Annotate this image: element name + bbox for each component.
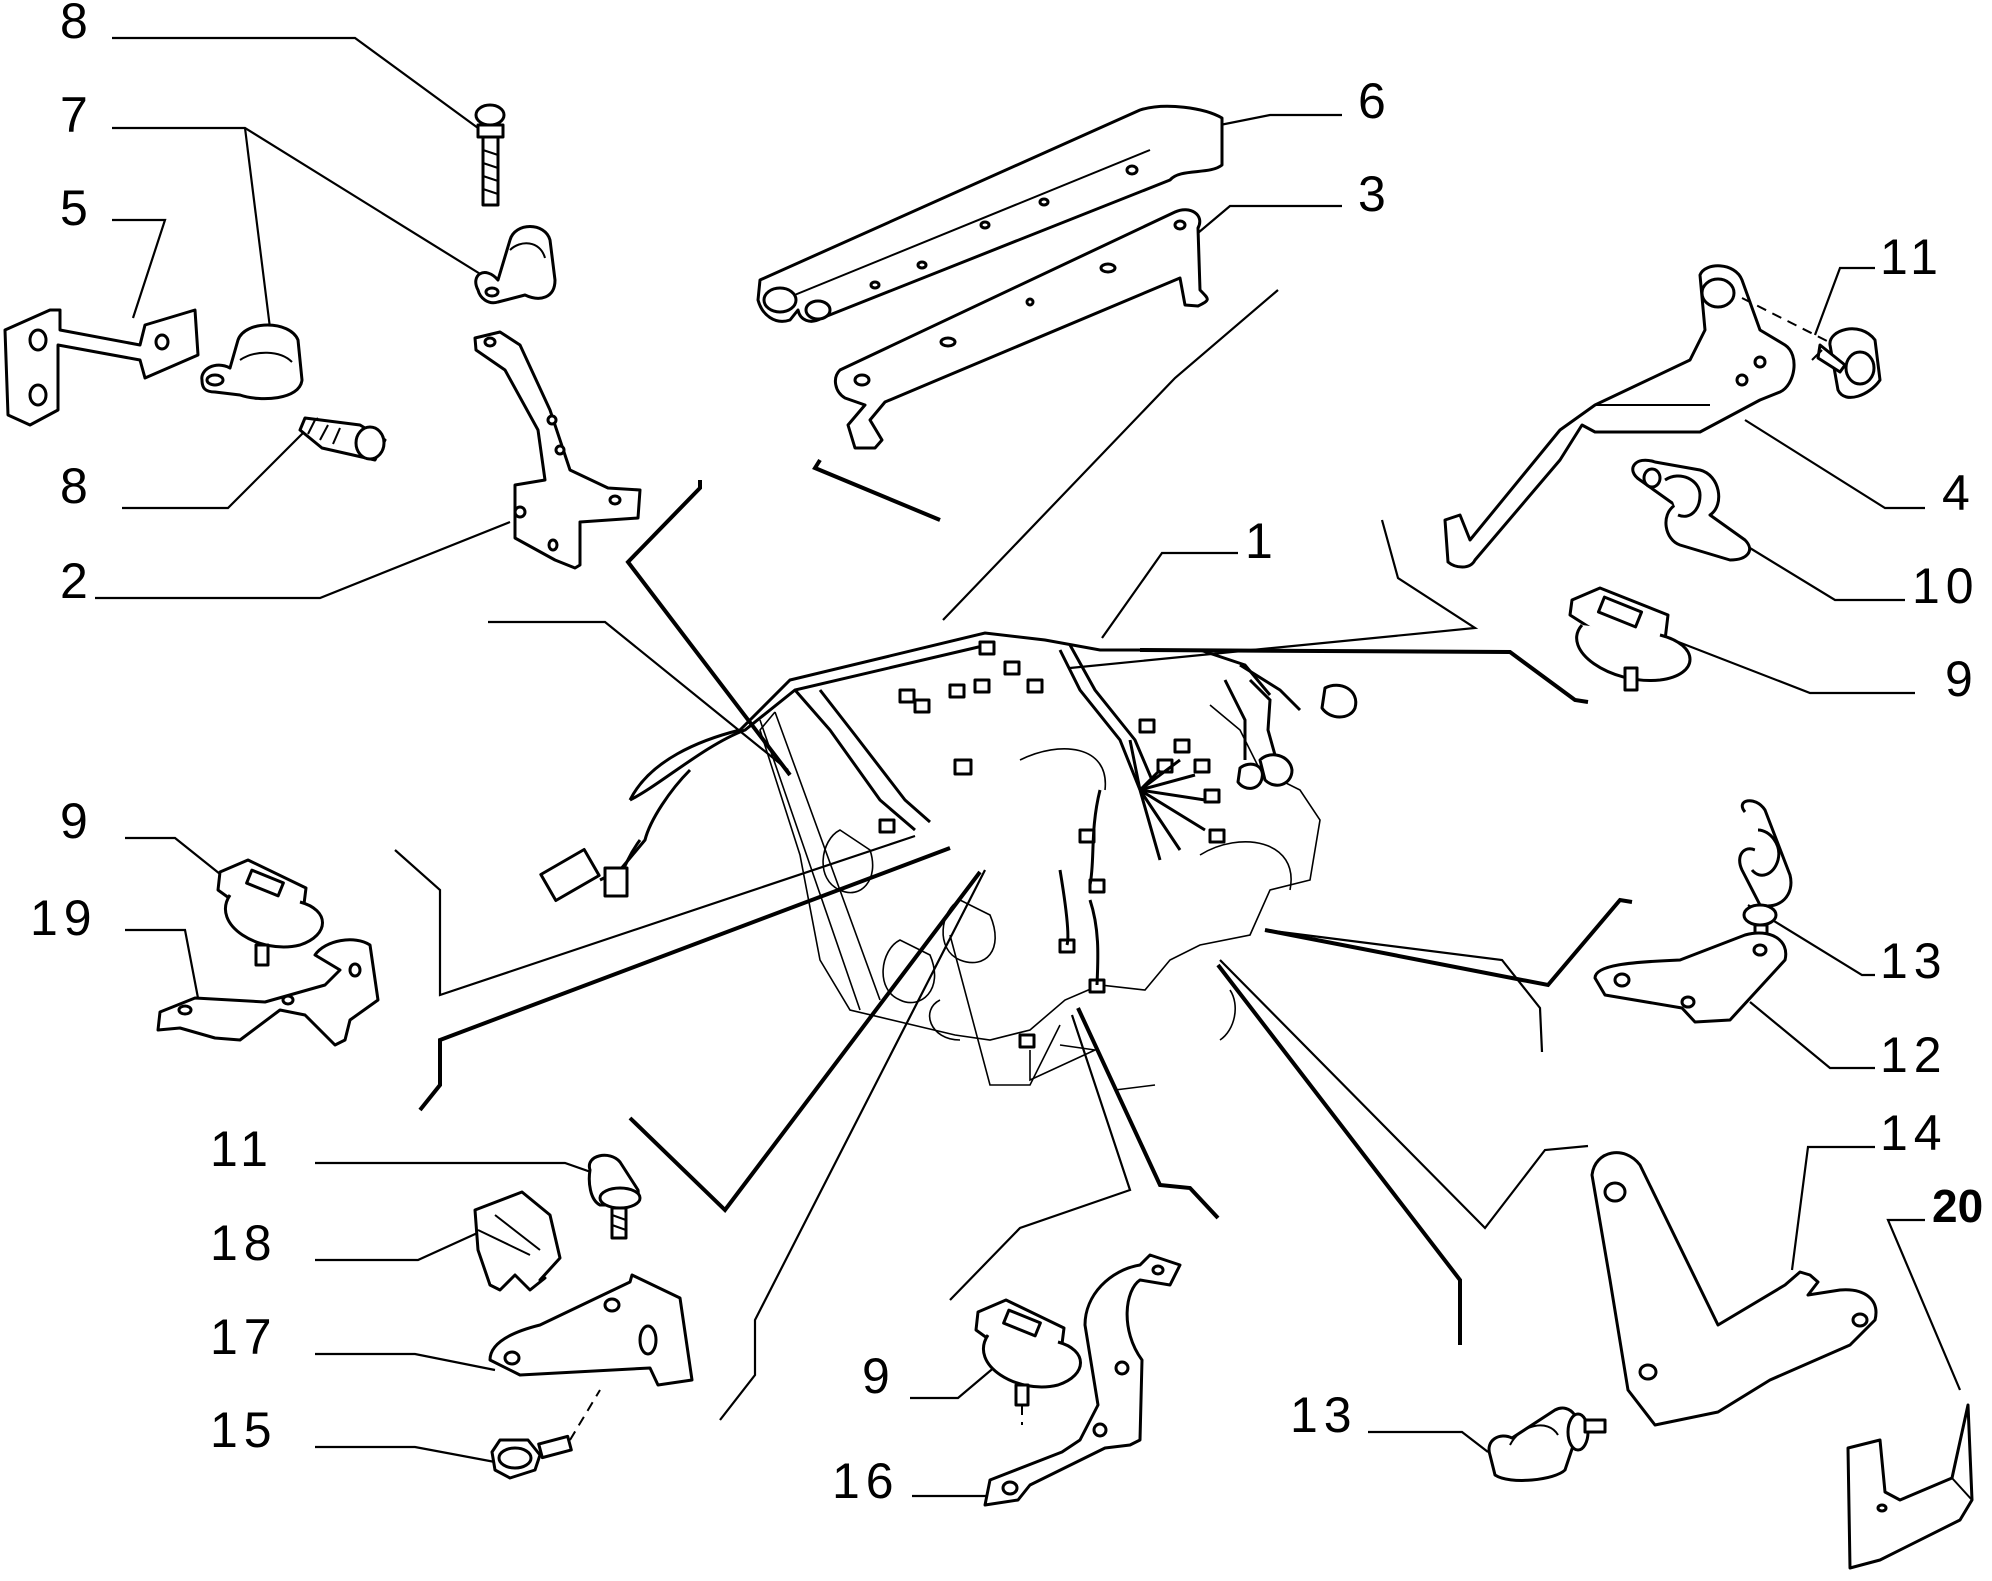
callout-19: 19	[30, 890, 98, 946]
leader-11-left	[315, 1161, 629, 1187]
assembly-leader-bottom-9	[949, 1014, 1132, 1301]
part-3-rail	[833, 208, 1209, 450]
part-10-wire-clip	[1631, 458, 1751, 562]
part-2-bracket	[473, 330, 642, 570]
part-18-connector	[473, 1190, 562, 1292]
leader-3	[1191, 204, 1342, 239]
part-13-wire-clip-right	[1738, 799, 1793, 947]
assembly-leader-right-12	[1264, 928, 1544, 1053]
part-4-bracket	[1443, 264, 1836, 569]
assembly-leader-left-19	[394, 834, 916, 997]
part-9-clip-right	[1568, 586, 1692, 692]
part-8-bolt-top	[474, 103, 506, 207]
callout-labels: 8 7 5 8 2 6 3 11 4 10 9 1 9 19 13 12 14 …	[30, 0, 1983, 1509]
leader-13-bottom	[1368, 1430, 1489, 1453]
callout-9-left: 9	[60, 793, 94, 849]
leader-20	[1886, 1218, 1962, 1391]
leader-4	[1744, 419, 1925, 510]
leader-1	[1101, 551, 1238, 639]
callout-8-top: 8	[60, 0, 94, 49]
part-12-bracket	[1593, 931, 1788, 1024]
leader-8-left	[122, 417, 319, 510]
callout-15: 15	[210, 1402, 278, 1458]
leader-9-right	[1667, 636, 1915, 695]
assembly-leader-right-10	[1139, 648, 1589, 704]
callout-17: 17	[210, 1309, 278, 1365]
leader-18	[315, 1223, 496, 1262]
part-5-bracket	[3, 308, 200, 427]
assembly-leader-bottom-16	[1076, 1007, 1220, 1220]
part-14-large-bracket	[1590, 1151, 1878, 1427]
callout-16: 16	[832, 1453, 900, 1509]
leader-7-b	[243, 127, 272, 329]
callout-4: 4	[1942, 465, 1976, 521]
assembly-leader-left-top	[488, 620, 789, 771]
part-11-clip-nut-top	[1811, 327, 1882, 399]
callout-18: 18	[210, 1215, 278, 1271]
callout-9-right: 9	[1945, 651, 1979, 707]
callout-14: 14	[1880, 1105, 1948, 1161]
leader-15	[315, 1445, 496, 1464]
callout-12: 12	[1880, 1027, 1948, 1083]
leader-9-left	[125, 836, 231, 883]
leader-7-a	[112, 126, 499, 286]
callout-13-bottom: 13	[1290, 1387, 1358, 1443]
leader-10	[1744, 544, 1905, 602]
callout-8-left: 8	[60, 458, 94, 514]
part-6-rail-cover	[756, 104, 1224, 323]
callout-7: 7	[60, 87, 94, 143]
assembly-leader-top-center	[942, 289, 1279, 621]
callout-20: 20	[1932, 1180, 1983, 1232]
assembly-leader-left-2	[625, 480, 792, 777]
part-16-bracket	[983, 1253, 1182, 1507]
callout-13-right: 13	[1880, 933, 1948, 989]
callout-1: 1	[1245, 513, 1279, 569]
part-15-flange-bolt	[490, 1389, 601, 1480]
part-7-rubber-clamp-left	[200, 323, 304, 401]
part-17-bracket	[488, 1273, 694, 1387]
part-7-p-clamp-center	[474, 225, 557, 305]
part-11-clip-nut-left	[587, 1153, 642, 1240]
callout-5: 5	[60, 180, 94, 236]
part-9-clip-bottom	[974, 1298, 1082, 1425]
leader-8-top	[112, 36, 479, 129]
callout-3: 3	[1358, 166, 1392, 222]
leader-12	[1749, 1001, 1875, 1070]
leader-14	[1790, 1145, 1875, 1271]
leader-19	[125, 928, 200, 999]
leader-13-right	[1747, 904, 1875, 977]
assembly-leader-bottom-15	[719, 869, 986, 1421]
assembly-leader-right-13	[1264, 897, 1633, 988]
assembly-leader-bottom-left	[628, 870, 982, 1214]
part-8-bolt-left	[298, 416, 387, 462]
assembly-leader-right-9	[1069, 519, 1479, 670]
assembly-leader-bottom-13	[1216, 963, 1462, 1345]
assembly-leader-left-heavy	[418, 846, 951, 1112]
part-19-bracket	[156, 938, 380, 1047]
leader-11-top	[1813, 266, 1875, 336]
part-20-panel	[1846, 1403, 1974, 1570]
callout-6: 6	[1358, 73, 1392, 129]
leader-6	[1204, 113, 1342, 130]
callout-9-bottom: 9	[862, 1348, 896, 1404]
callout-11-left: 11	[210, 1121, 274, 1177]
part-13-wire-clip-bottom	[1487, 1406, 1607, 1482]
callout-2: 2	[60, 553, 94, 609]
part-9-clip-left	[216, 858, 324, 967]
leader-5	[112, 218, 167, 319]
leader-9-bottom	[910, 1359, 1004, 1400]
leader-2	[95, 520, 511, 600]
assembly-leader-right-14	[1219, 959, 1589, 1230]
callout-10: 10	[1912, 558, 1980, 614]
leader-17	[315, 1352, 496, 1372]
assembly-leader-6-3	[812, 458, 941, 522]
part-1-engine-wiring-harness	[539, 631, 1358, 1091]
callout-11-top: 11	[1880, 229, 1944, 285]
